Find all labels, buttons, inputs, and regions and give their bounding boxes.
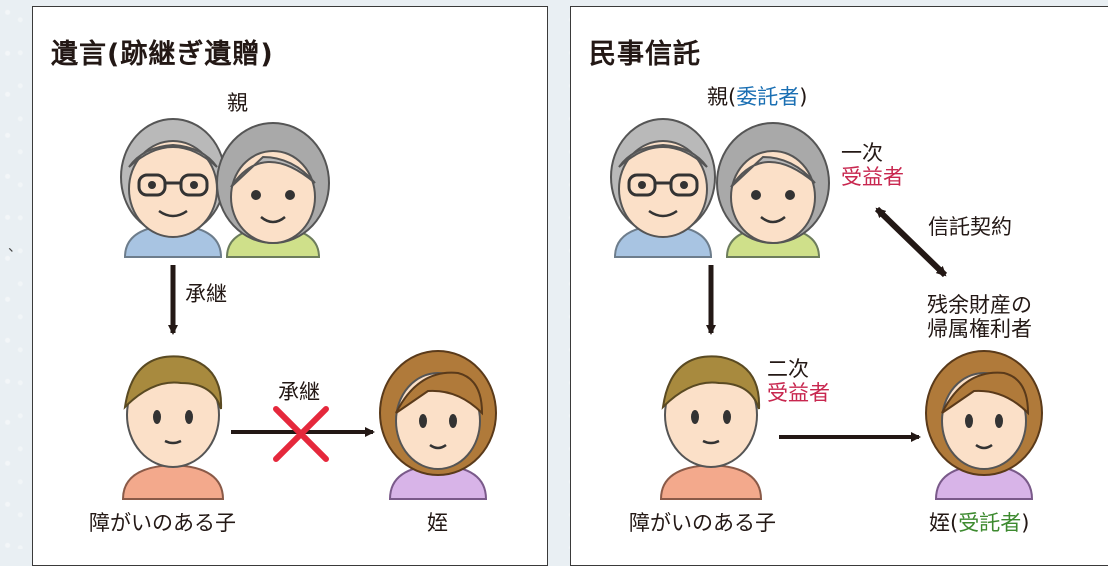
father-figure — [120, 118, 226, 258]
child-figure — [121, 355, 225, 500]
will-diagram — [120, 118, 497, 500]
child-label: 障がいのある子 — [629, 511, 776, 535]
niece-figure — [379, 350, 497, 500]
first-beneficiary-label: 一次受益者 — [841, 141, 904, 189]
parent-settlor-label: 親(委託者) — [707, 85, 807, 109]
trust-diagram — [610, 118, 1043, 500]
trust-contract-label: 信託契約 — [928, 215, 1012, 239]
edge-mark: 、 — [8, 239, 22, 255]
child-label: 障がいのある子 — [89, 511, 236, 535]
niece-trustee-label: 姪(受託者) — [929, 511, 1029, 535]
panel-will: 遺言(跡継ぎ遺贈) — [32, 6, 548, 566]
cross-mark-icon — [273, 406, 329, 462]
first-beneficiary-text: 受益者 — [841, 165, 904, 190]
paren-close: ) — [799, 85, 808, 109]
second-beneficiary-text: 受益者 — [767, 381, 830, 406]
second-order-text: 二次 — [767, 357, 809, 381]
paren-open: ( — [728, 85, 737, 109]
panel-title-will: 遺言(跡継ぎ遺贈) — [51, 39, 274, 70]
parent-label: 親 — [227, 91, 248, 115]
trust-contract-arrow — [874, 206, 948, 278]
residual-rights-label: 残余財産の帰属権利者 — [927, 293, 1032, 341]
parent-text: 親 — [707, 85, 728, 109]
inherit-label-right: 承継 — [278, 380, 320, 404]
settlor-role: 委託者 — [736, 85, 800, 109]
niece-text: 姪 — [929, 511, 950, 535]
residual-line-1: 残余財産の — [927, 293, 1032, 317]
mother-figure — [216, 122, 330, 258]
niece-label: 姪 — [427, 511, 448, 535]
first-order-text: 一次 — [841, 141, 883, 165]
child-figure — [659, 355, 763, 500]
residual-line-2: 帰属権利者 — [927, 317, 1032, 342]
panel-title-trust: 民事信託 — [589, 39, 701, 70]
father-figure — [610, 118, 716, 258]
second-beneficiary-label: 二次受益者 — [767, 357, 830, 405]
inherit-label-down: 承継 — [185, 282, 227, 306]
panel-civil-trust: 民事信託 — [570, 6, 1108, 566]
paren-close-2: ) — [1021, 511, 1030, 535]
trustee-role: 受託者 — [958, 511, 1022, 535]
mother-figure — [716, 122, 830, 258]
niece-figure — [925, 350, 1043, 500]
paren-open-2: ( — [950, 511, 959, 535]
